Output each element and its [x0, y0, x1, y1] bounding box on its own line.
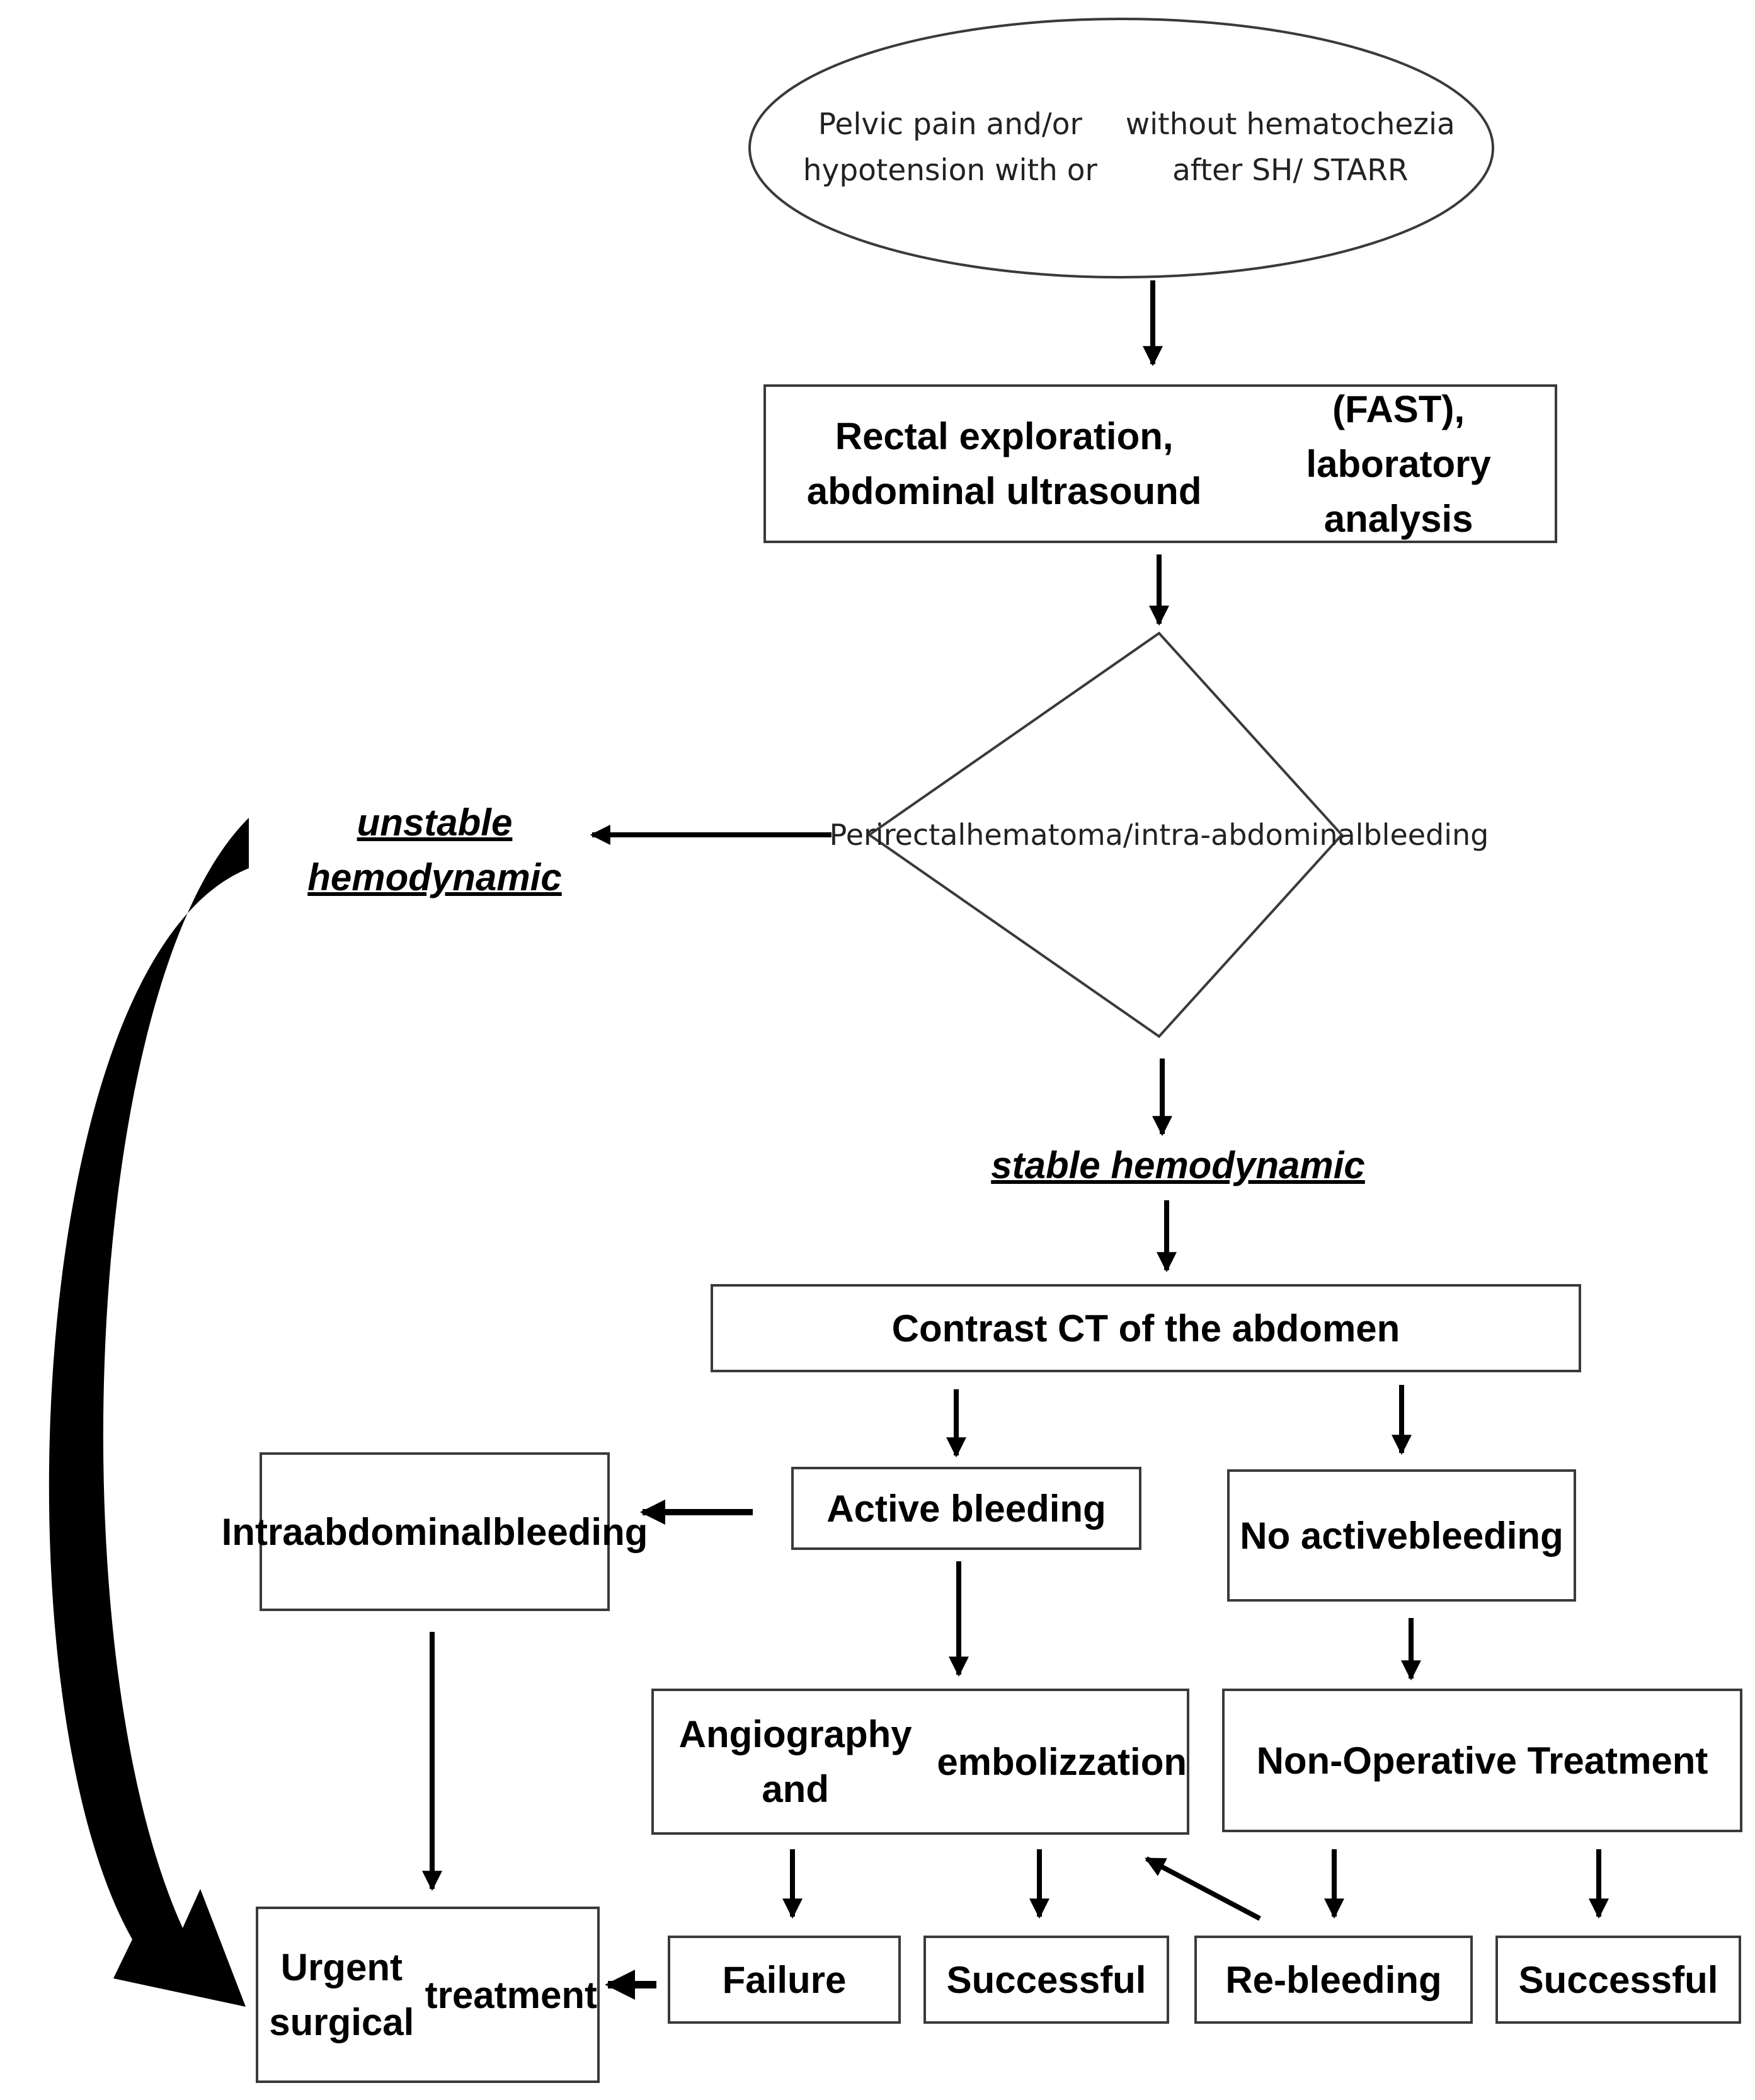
exam-box: Rectal exploration, abdominal ultrasound… [763, 384, 1557, 543]
angiography-box: Angiography and embolizzation [651, 1689, 1189, 1835]
exam-line-2: (FAST), laboratory analysis [1306, 387, 1491, 540]
arrow-rebleeding-to-angio [1145, 1856, 1261, 1921]
start-node-text: Pelvic pain and/or hypotension with or w… [781, 95, 1461, 202]
failure-box: Failure [668, 1936, 901, 2024]
decision-line-4: bleeding [1363, 817, 1489, 852]
curved-arrow-unstable-to-surgery [49, 818, 249, 2007]
surgery-line-1: Urgent surgical [269, 1946, 414, 2043]
successful-box-2: Successful [1495, 1936, 1741, 2024]
decision-diamond [867, 631, 1344, 1038]
decision-text: Perirectal hematoma/intra- abdominal ble… [830, 731, 1489, 939]
intraabdominal-bleeding-box: Intraabdominal bleeding [222, 1452, 648, 1611]
start-line-2: without hematochezia after SH/ STARR [1125, 107, 1455, 188]
unstable-hemodynamic-label: unstable hemodynamic [296, 795, 573, 905]
intraabdominal-line-2: bleeding [492, 1510, 648, 1553]
unstable-line-2: hemodynamic [307, 856, 562, 898]
no-active-bleeding-box: No active bleeding [1227, 1469, 1576, 1602]
decision-line-1: Perirectal [829, 817, 966, 852]
decision-line-3: abdominal [1211, 817, 1364, 852]
no-active-line-2: bleeding [1408, 1514, 1563, 1557]
intraabdominal-line-1: Intraabdominal [221, 1510, 493, 1553]
angio-line-2: embolizzation [937, 1740, 1187, 1783]
exam-line-1: Rectal exploration, abdominal ultrasound [806, 415, 1202, 512]
no-active-line-1: No active [1240, 1514, 1409, 1557]
non-operative-treatment-box: Non-Operative Treatment [1222, 1689, 1742, 1832]
surgery-line-2: treatment [425, 1973, 597, 2016]
urgent-surgical-treatment-box: Urgent surgical treatment [256, 1907, 600, 2083]
angio-line-1: Angiography and [678, 1713, 912, 1810]
start-line-1: Pelvic pain and/or hypotension with or [803, 107, 1097, 188]
decision-line-2: hematoma/intra- [966, 817, 1211, 852]
start-ellipse [748, 18, 1494, 278]
successful-box-1: Successful [923, 1936, 1169, 2024]
unstable-line-1: unstable [357, 801, 513, 844]
rebleeding-box: Re-bleeding [1194, 1936, 1473, 2024]
active-bleeding-box: Active bleeding [791, 1467, 1141, 1550]
stable-hemodynamic-label: stable hemodynamic [991, 1144, 1365, 1186]
contrast-ct-box: Contrast CT of the abdomen [711, 1284, 1581, 1372]
